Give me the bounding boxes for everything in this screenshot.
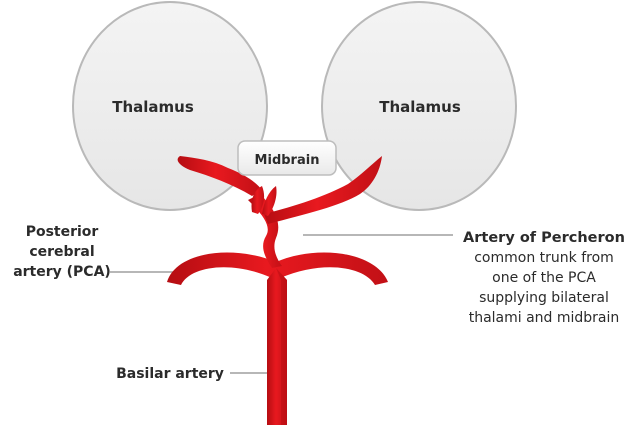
basilar-label: Basilar artery xyxy=(116,366,224,382)
percheron-desc-line-4: thalami and midbrain xyxy=(469,310,620,326)
percheron-desc-line-2: one of the PCA xyxy=(492,270,596,286)
pca-label-line-3: artery (PCA) xyxy=(13,264,111,280)
percheron-desc-line-1: common trunk from xyxy=(474,250,614,266)
percheron-title: Artery of Percheron xyxy=(463,230,625,246)
pca-label-line-2: cerebral xyxy=(29,244,94,260)
thalamus-right-label: Thalamus xyxy=(379,98,461,116)
pca-label-line-1: Posterior xyxy=(26,224,99,240)
percheron-desc-line-3: supplying bilateral xyxy=(479,290,609,306)
midbrain-label: Midbrain xyxy=(255,153,320,168)
thalamus-left-label: Thalamus xyxy=(112,98,194,116)
